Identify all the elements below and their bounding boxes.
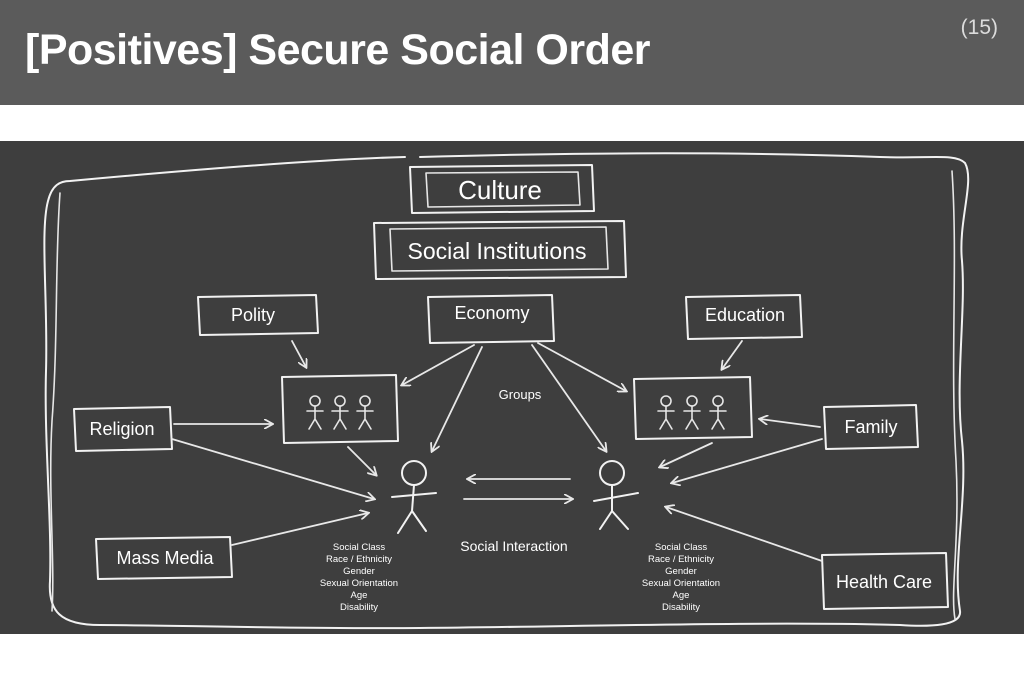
left-attr-item: Disability: [340, 602, 378, 613]
outer-frame-inner: [49, 170, 958, 620]
right-attr-item: Sexual Orientation: [642, 578, 720, 589]
left-attr-item: Gender: [343, 566, 375, 577]
page-number: (15): [960, 16, 998, 39]
slide-header: [Positives] Secure Social Order (15): [0, 0, 1024, 105]
groups-label: Groups: [499, 387, 542, 402]
economy-label: Economy: [454, 303, 529, 323]
mass-media-box: Mass Media: [95, 536, 233, 580]
social-institutions-label: Social Institutions: [408, 238, 587, 264]
arrow-healthcare-to-person: [666, 507, 823, 562]
diagram-canvas: Culture Social Institutions Polity Econo…: [43, 152, 970, 630]
arrow-economy-to-right-group: [537, 342, 626, 391]
arrow-economy-to-left-group: [402, 344, 475, 385]
right-group-people-icon: [657, 395, 727, 430]
right-attr-item: Disability: [662, 602, 700, 613]
right-attr-item: Race / Ethnicity: [648, 554, 714, 565]
education-box: Education: [685, 294, 803, 340]
left-attr-item: Race / Ethnicity: [326, 554, 392, 565]
left-person-icon: [391, 460, 437, 534]
polity-label: Polity: [231, 305, 275, 325]
arrow-economy-to-right-person: [531, 344, 606, 451]
outer-frame: [43, 152, 970, 630]
diagram-arrows: [171, 340, 823, 562]
arrow-economy-to-left-person: [432, 346, 483, 451]
religion-box: Religion: [73, 406, 173, 452]
arrow-polity-to-group: [291, 340, 306, 367]
right-group-box: [633, 376, 753, 440]
arrow-group-to-right-person: [660, 442, 713, 467]
right-person-icon: [593, 460, 639, 530]
social-institutions-box: Social Institutions: [373, 220, 627, 280]
arrow-family-to-person: [672, 438, 823, 483]
left-attr-item: Age: [351, 590, 368, 601]
religion-label: Religion: [89, 419, 154, 439]
family-box: Family: [823, 404, 919, 450]
left-group-box: [281, 374, 399, 444]
chalkboard-diagram: Culture Social Institutions Polity Econo…: [0, 141, 1024, 634]
family-label: Family: [845, 417, 898, 437]
arrow-family-to-group: [760, 419, 821, 428]
right-attr-item: Age: [673, 590, 690, 601]
left-attr-item: Sexual Orientation: [320, 578, 398, 589]
left-attributes-list: Social Class Race / Ethnicity Gender Sex…: [320, 542, 398, 613]
right-attributes-list: Social Class Race / Ethnicity Gender Sex…: [642, 542, 720, 613]
arrow-media-to-person: [231, 513, 368, 546]
economy-box: Economy: [427, 294, 555, 344]
culture-box: Culture: [409, 164, 595, 214]
polity-box: Polity: [197, 294, 319, 336]
mass-media-label: Mass Media: [116, 548, 214, 568]
education-label: Education: [705, 305, 785, 325]
social-interaction-label: Social Interaction: [460, 538, 567, 554]
culture-label: Culture: [458, 175, 542, 205]
health-care-box: Health Care: [821, 552, 949, 610]
arrow-group-to-left-person: [347, 446, 376, 475]
arrow-education-to-group: [722, 340, 743, 369]
slide-title: [Positives] Secure Social Order: [25, 26, 651, 74]
health-care-label: Health Care: [836, 572, 932, 592]
right-attr-item: Gender: [665, 566, 697, 577]
arrow-religion-to-person: [171, 438, 374, 499]
right-attr-item: Social Class: [655, 542, 708, 553]
left-attr-item: Social Class: [333, 542, 386, 553]
left-group-people-icon: [306, 395, 374, 430]
